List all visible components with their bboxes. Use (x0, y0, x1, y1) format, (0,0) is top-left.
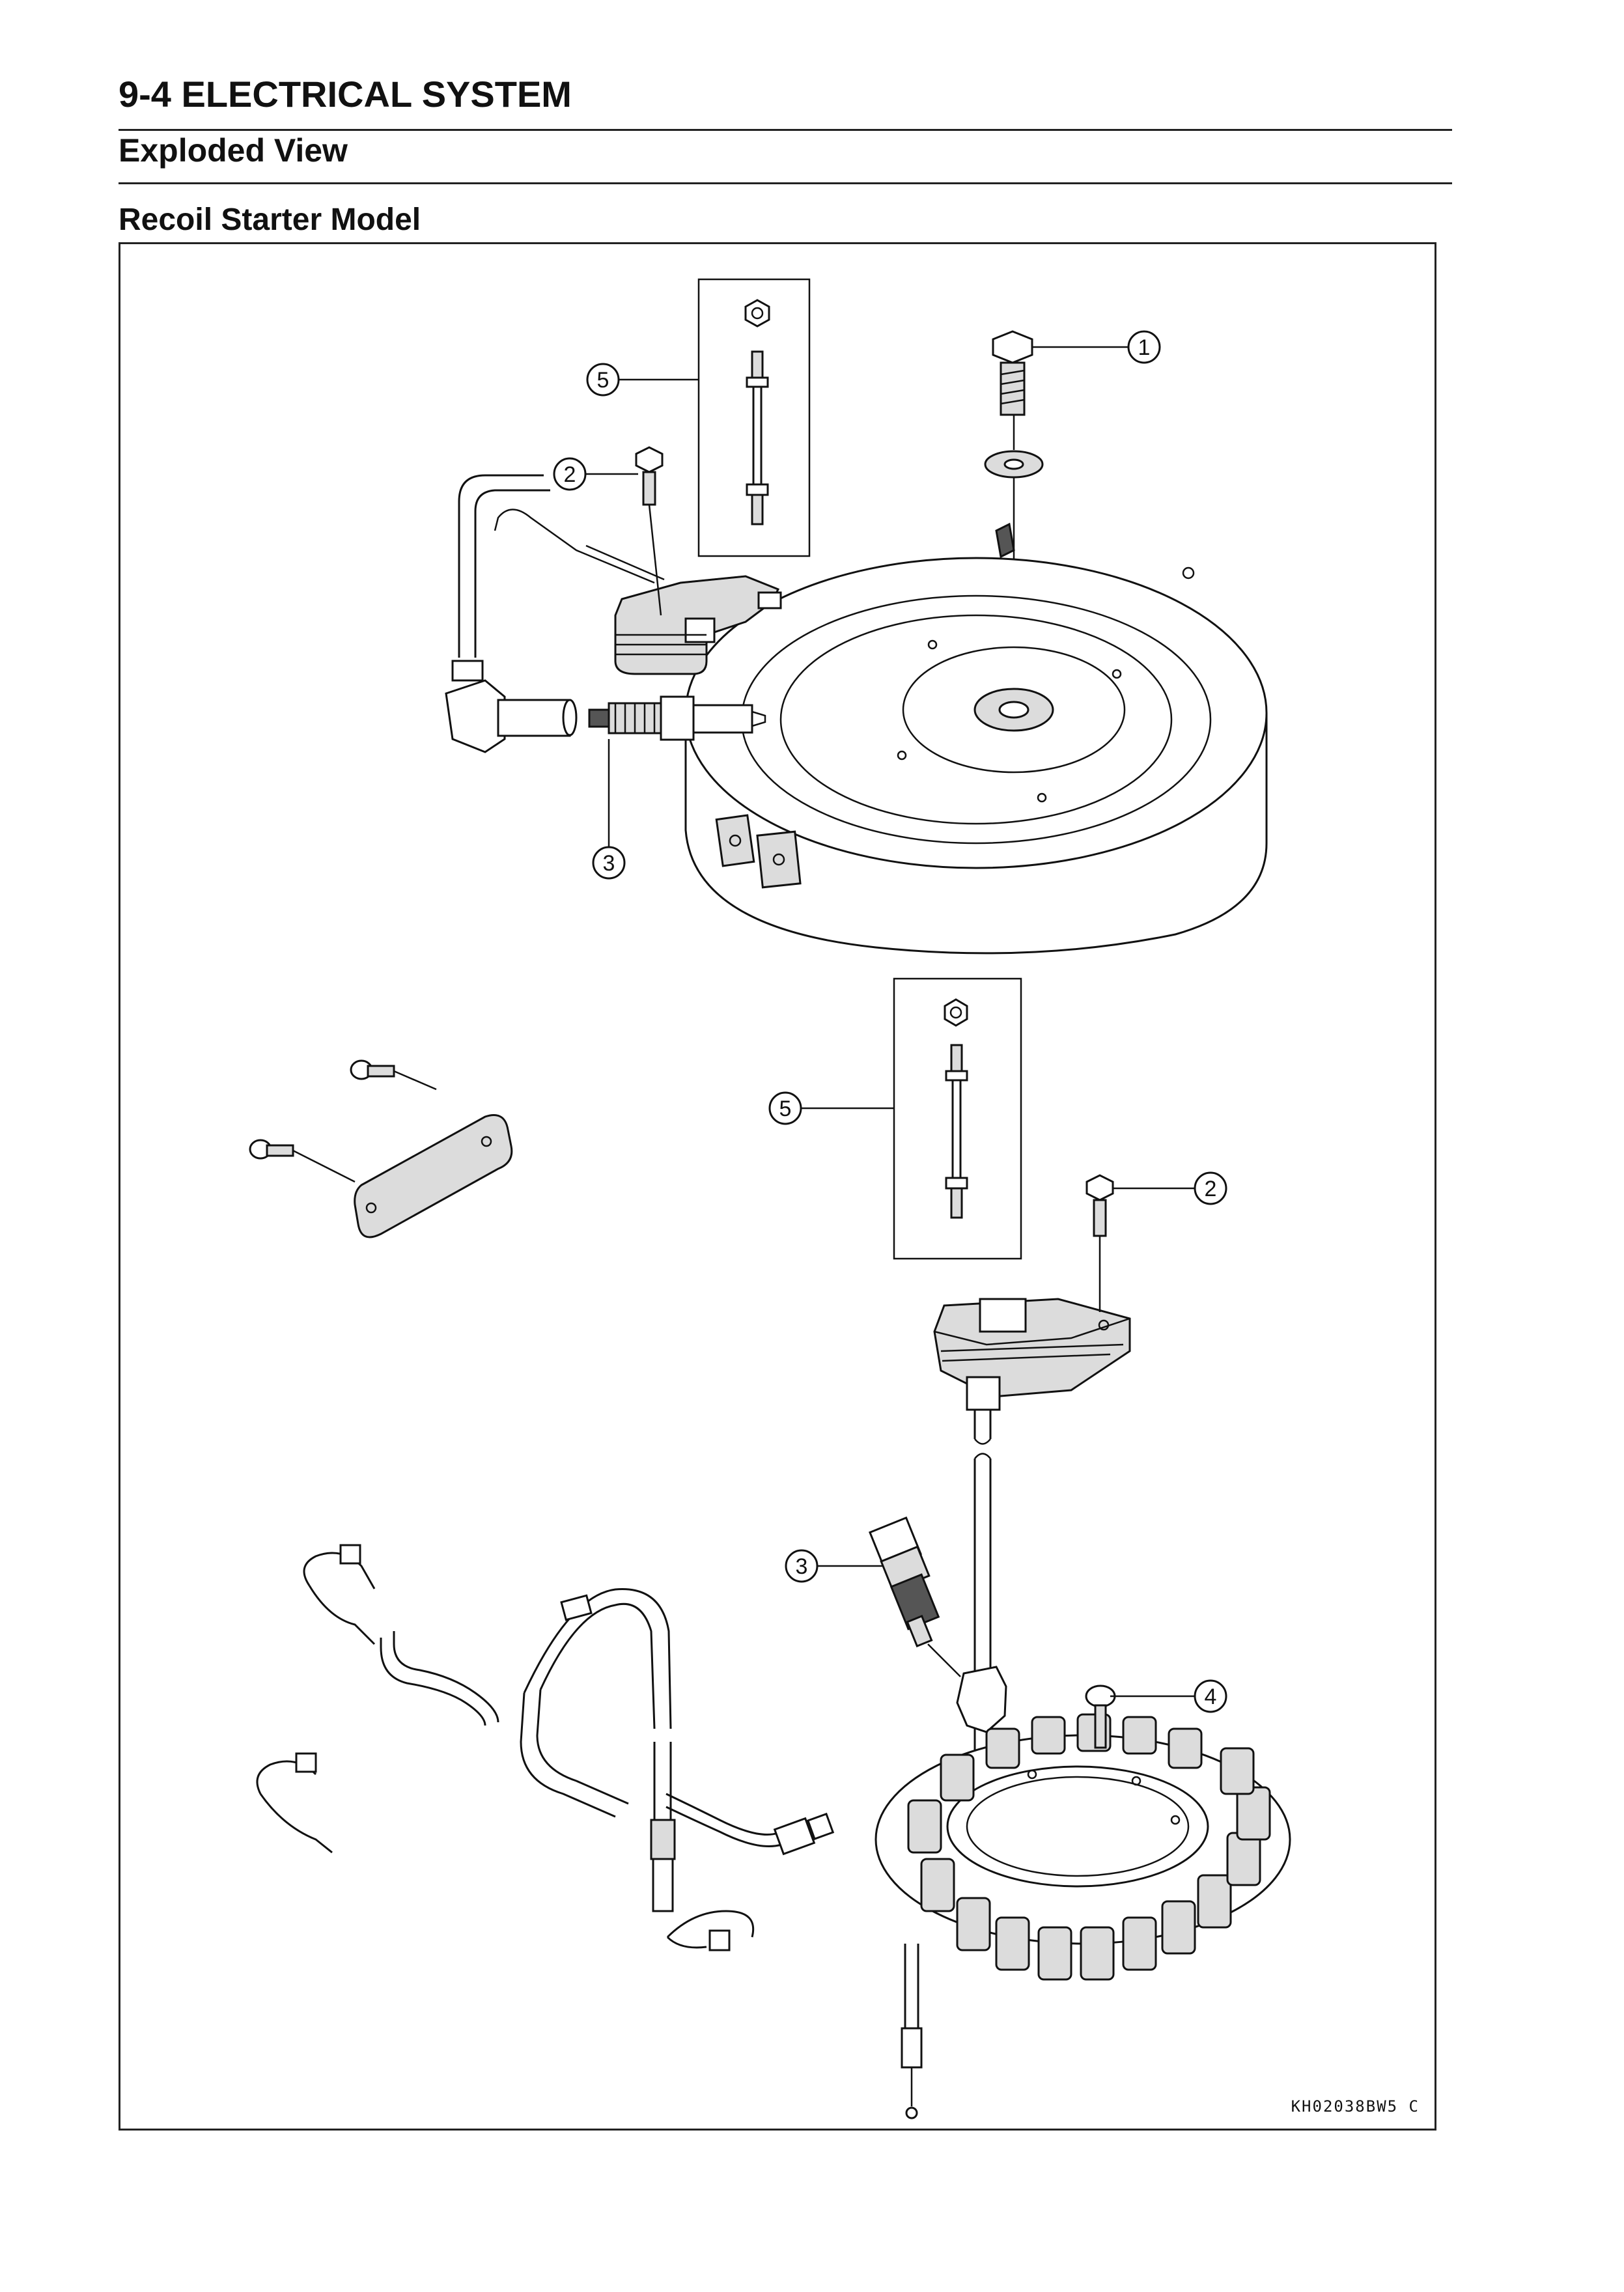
wire-harness (380, 1588, 835, 1912)
stator (875, 1713, 1291, 2119)
section-title: 9-4 ELECTRICAL SYSTEM (119, 74, 572, 115)
cover-screw (350, 1059, 437, 1091)
wire-clamp (256, 1752, 333, 1854)
high-tension-lead (451, 474, 550, 682)
svg-text:1: 1 (1138, 335, 1151, 360)
svg-text:5: 5 (779, 1097, 792, 1121)
header-rule (119, 129, 1452, 131)
cover-plate (354, 1114, 513, 1238)
exploded-view-diagram: 1 2 2 3 3 4 5 5 KH02038BW5 C (249, 278, 1420, 2119)
coil-bolt-upper (635, 446, 664, 616)
svg-text:2: 2 (564, 462, 576, 487)
spark-plug (588, 695, 766, 741)
flywheel-key (995, 522, 1015, 559)
stud-bolt-box-lower (893, 977, 1022, 1260)
wire-clamp (666, 1910, 754, 1951)
callout-2-upper: 2 (553, 457, 587, 491)
ignition-coil-lower (933, 1298, 1131, 1411)
svg-text:4: 4 (1205, 1684, 1217, 1709)
flywheel (684, 557, 1268, 955)
spark-plug-lower (868, 1516, 961, 1677)
callout-5-lower: 5 (768, 1091, 802, 1125)
stud-bolt-box-upper (697, 278, 811, 557)
svg-text:3: 3 (796, 1554, 808, 1579)
sub-title: Exploded View (119, 132, 348, 169)
ignition-coil (494, 509, 782, 675)
figure-code: KH02038BW5 C (1291, 2097, 1420, 2116)
stator-screw (1085, 1684, 1116, 1749)
callout-5-upper: 5 (586, 363, 620, 397)
callout-4: 4 (1194, 1679, 1227, 1713)
callout-3-upper: 3 (592, 846, 626, 880)
cover-screw (249, 1139, 356, 1183)
flywheel-bolt (992, 330, 1033, 416)
svg-text:2: 2 (1205, 1177, 1217, 1201)
coil-bolt-lower (1085, 1174, 1114, 1312)
spark-plug-cap (445, 679, 578, 753)
callout-3-lower: 3 (785, 1549, 819, 1583)
svg-text:3: 3 (603, 851, 615, 876)
diagram-frame: 1 2 2 3 3 4 5 5 KH02038BW5 C (119, 242, 1436, 2131)
callout-1: 1 (1127, 330, 1161, 364)
header-rule (119, 182, 1452, 184)
model-title: Recoil Starter Model (119, 203, 421, 237)
svg-text:5: 5 (597, 368, 609, 393)
wire-clamp (303, 1544, 376, 1645)
callout-2-lower: 2 (1194, 1171, 1227, 1205)
washer (984, 450, 1044, 479)
